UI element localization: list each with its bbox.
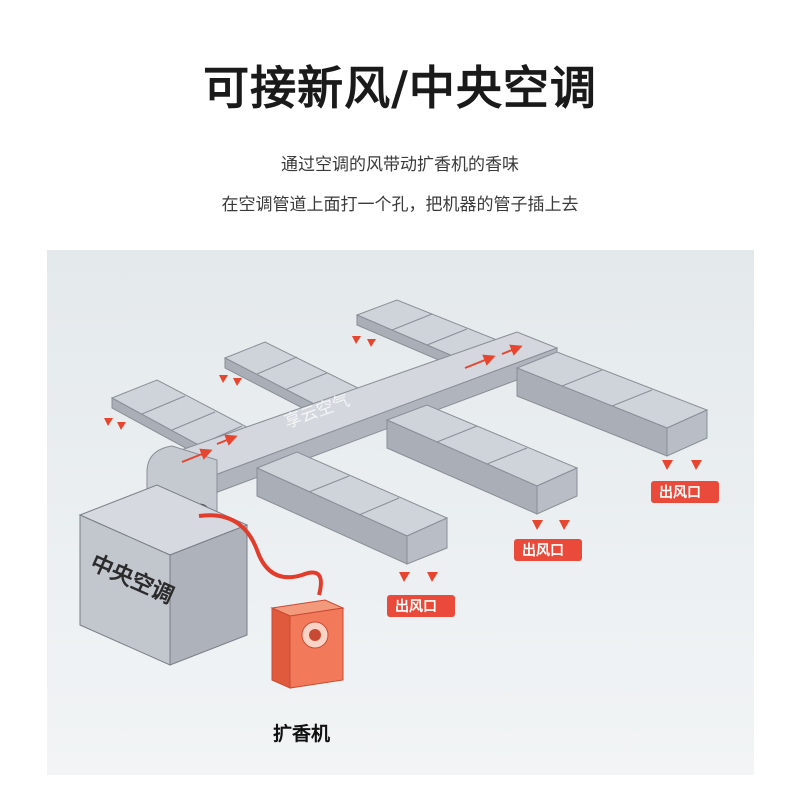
outlet-badge-right: 出风口 xyxy=(651,481,719,503)
outlet-arrows xyxy=(104,336,702,582)
scent-diffuser-machine xyxy=(270,599,345,689)
branch-duct-mid-left xyxy=(223,341,364,419)
airflow-arrows xyxy=(181,344,523,463)
diffuser-label: 扩香机 xyxy=(273,723,330,745)
branch-duct-middle-right xyxy=(385,404,579,515)
outlet-label-front: 出风口 xyxy=(395,598,437,615)
subtitle-line-2: 在空调管道上面打一个孔，把机器的管子插上去 xyxy=(221,195,579,215)
outlet-badge-front: 出风口 xyxy=(387,595,455,617)
outlet-badge-middle: 出风口 xyxy=(514,539,582,561)
branch-duct-right xyxy=(515,351,709,457)
outlet-label-right: 出风口 xyxy=(659,484,701,501)
subtitle-line-1: 通过空调的风带动扩香机的香味 xyxy=(281,155,519,175)
central-ac-unit: 中央空调 xyxy=(78,484,249,666)
hvac-illustration: 享云空气 ಌ xyxy=(78,299,719,745)
connection-hose xyxy=(198,513,323,596)
page-title: 可接新风/中央空调 xyxy=(203,61,597,115)
outlet-label-middle: 出风口 xyxy=(522,542,564,559)
hvac-diagram: 享云空气 ಌ xyxy=(47,250,754,775)
branch-duct-front xyxy=(255,451,449,565)
